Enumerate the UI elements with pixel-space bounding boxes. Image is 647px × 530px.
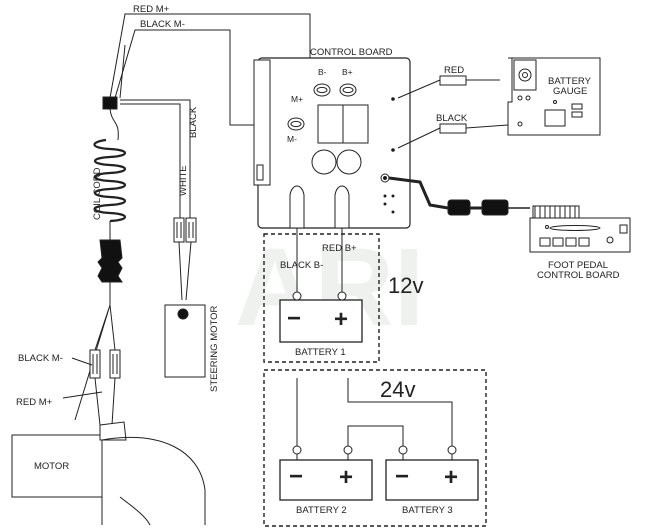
lower-motor-wires (62, 304, 121, 426)
label-24v: 24v (380, 377, 415, 402)
battery-1-plus: + (334, 306, 348, 333)
battery-3-plus: + (444, 464, 458, 491)
battery-2-minus: − (289, 463, 303, 490)
label-red-gauge-wire: RED (444, 65, 464, 76)
battery-gauge-label-1: BATTERY (548, 76, 592, 87)
control-board-title: CONTROL BOARD (310, 47, 393, 58)
battery-gauge-wires (397, 75, 509, 149)
label-black-b-minus: BLACK B- (280, 260, 323, 271)
foot-pedal-board (529, 205, 631, 253)
battery-3-label: BATTERY 3 (402, 505, 453, 516)
foot-pedal-label-1: FOOT PEDAL (548, 260, 608, 271)
steering-motor-label: STEERING MOTOR (209, 305, 220, 392)
label-coil-cord: COIL CORD (92, 167, 103, 220)
label-black-m-minus: BLACK M- (140, 19, 185, 30)
label-red-b-plus: RED B+ (322, 243, 357, 254)
12v-system-box (263, 233, 380, 363)
battery-1-label: BATTERY 1 (295, 347, 346, 358)
motor-label: MOTOR (34, 461, 69, 472)
battery-1-leads (296, 228, 343, 292)
label-m-minus: M- (287, 134, 297, 144)
steering-motor (164, 304, 206, 378)
battery-3-minus: − (395, 463, 409, 490)
label-black-gauge-wire: BLACK (436, 113, 468, 124)
battery-3 (385, 440, 479, 501)
battery-2-plus: + (339, 464, 353, 491)
battery-2 (279, 440, 373, 501)
trolling-motor (11, 421, 206, 526)
label-m-plus: M+ (291, 94, 303, 104)
label-b-plus: B+ (342, 67, 353, 77)
battery-1 (279, 291, 363, 343)
foot-pedal-cable (388, 176, 530, 216)
steering-motor-wires (120, 99, 197, 301)
battery-gauge (507, 57, 601, 136)
label-black-m-minus-lower: BLACK M- (18, 353, 63, 364)
label-red-m-plus-lower: RED M+ (16, 397, 53, 408)
label-white-wire: WHITE (178, 165, 189, 196)
24v-wiring (296, 378, 453, 440)
motor-lead-wires (109, 13, 311, 126)
foot-pedal-label-2: CONTROL BOARD (537, 270, 620, 281)
label-12v: 12v (388, 273, 423, 298)
label-red-m-plus: RED M+ (133, 4, 170, 15)
coil-cord (93, 96, 127, 305)
label-b-minus: B- (318, 67, 327, 77)
control-board (253, 57, 411, 229)
label-black-wire: BLACK (188, 106, 199, 138)
battery-1-minus: − (287, 305, 301, 332)
battery-2-label: BATTERY 2 (296, 505, 347, 516)
battery-gauge-label-2: GAUGE (553, 86, 587, 97)
